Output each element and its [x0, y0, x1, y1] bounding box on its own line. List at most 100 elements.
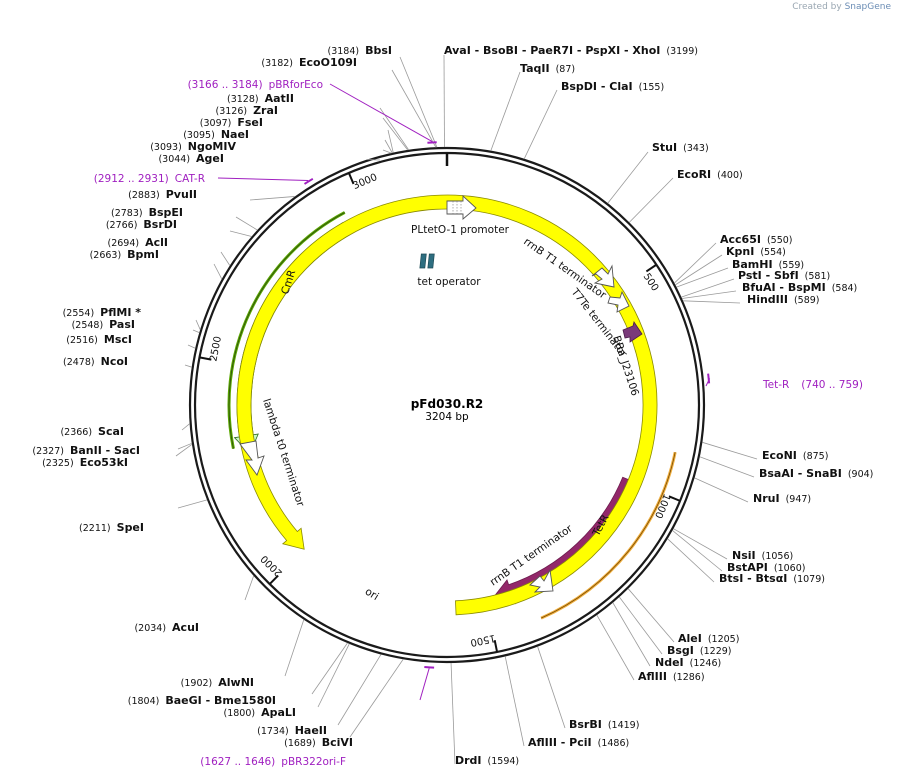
restriction-site-label: (2883)PvuII: [128, 188, 197, 201]
tick-label: 2500: [208, 335, 224, 362]
plasmid-size: 3204 bp: [425, 411, 469, 423]
primer-name: pBRforEco: [269, 79, 323, 91]
site-position: (1246): [690, 658, 722, 669]
site-name: PflMI *: [100, 306, 141, 319]
site-leader-line: [181, 423, 190, 431]
site-name: SpeI: [117, 521, 144, 534]
site-position: (3184): [328, 46, 360, 57]
site-name: MscI: [104, 333, 132, 346]
site-label-group: (1689)BciVI: [284, 736, 353, 749]
restriction-site-label: (2554)PflMI *: [63, 306, 142, 319]
tick-mark: [347, 172, 355, 185]
site-name: PasI: [109, 318, 135, 331]
restriction-site-label: (3182)EcoO109I: [261, 56, 357, 69]
primer-name: CAT-R: [175, 173, 205, 185]
restriction-site-label: (3126)ZraI: [215, 104, 278, 117]
restriction-site-label: (2516)MscI: [66, 333, 132, 346]
restriction-site-label: BsgI(1229): [667, 644, 732, 657]
restriction-site-label: (2325)Eco53kI: [42, 456, 128, 469]
site-name: HaeII: [295, 724, 327, 737]
site-name: StuI: [652, 141, 677, 154]
site-label-group: (3184)BbsI: [328, 44, 393, 57]
restriction-site-label: NsiI(1056): [732, 549, 793, 562]
site-label-group: KpnI(554): [726, 245, 786, 258]
site-position: (343): [683, 143, 709, 154]
site-leader-line: [667, 538, 715, 583]
site-leader-line: [699, 456, 755, 478]
terminator-arrow: [529, 568, 554, 593]
primer-mark: [427, 141, 437, 144]
restriction-site-label: (1902)AlwNI: [181, 676, 254, 689]
site-position: (584): [832, 283, 858, 294]
site-leader-line: [249, 196, 296, 201]
feature-cmr-label: CmR: [279, 269, 298, 296]
misc-feature-label: tet operator: [417, 276, 481, 288]
primer-label: (2912 .. 2931)CAT-R: [94, 173, 205, 185]
restriction-site-label: EcoRI(400): [677, 168, 743, 181]
restriction-site-label: AleI(1205): [678, 632, 739, 645]
restriction-site-label: (1804)BaeGI - Bme1580I: [128, 694, 276, 707]
site-leader-line: [235, 216, 258, 231]
primer-leader: [705, 378, 711, 387]
primer-leader: [419, 668, 430, 701]
site-position: (3128): [227, 94, 259, 105]
site-position: (3093): [150, 142, 182, 153]
restriction-site-label: (1689)BciVI: [284, 736, 353, 749]
site-position: (947): [786, 494, 812, 505]
restriction-site-label: (2783)BspEI: [111, 206, 183, 219]
site-position: (2766): [106, 220, 138, 231]
site-name: BanII - SacI: [70, 444, 140, 457]
site-name: AlwNI: [218, 676, 254, 689]
site-label-group: (2663)BpmI: [90, 248, 159, 261]
restriction-site-label: (3093)NgoMIV: [150, 140, 236, 153]
restriction-site-label: PstI - SbfI(581): [738, 269, 830, 282]
feature-ori-label: ori: [363, 586, 381, 603]
restriction-site-label: (3044)AgeI: [158, 152, 224, 165]
tick-label: 2000: [259, 553, 285, 579]
primer-leader: [329, 83, 433, 142]
site-label-group: StuI (343): [652, 141, 709, 154]
misc-feature-label: PLtetO-1 promoter: [411, 224, 510, 236]
site-position: (3182): [261, 58, 293, 69]
restriction-site-label: Acc65I(550): [720, 233, 793, 246]
site-leader-line: [596, 614, 635, 681]
site-label-group: (2327)BanII - SacI: [32, 444, 140, 457]
restriction-site-label: (2478)NcoI: [63, 355, 128, 368]
site-label-group: BspDI - ClaI(155): [561, 80, 664, 93]
site-position: (2211): [79, 523, 111, 534]
site-label-group: (2366)ScaI: [60, 425, 124, 438]
site-label-group: (2694)AclI: [108, 236, 169, 249]
site-position: (1800): [223, 708, 255, 719]
site-leader-line: [627, 588, 675, 643]
site-name: BspEI: [149, 206, 183, 219]
primer-label: (3166 .. 3184)pBRforEco: [188, 79, 323, 91]
site-position: (559): [779, 260, 805, 271]
credit-brand: SnapGene: [844, 2, 891, 12]
promoter-arrow: [446, 194, 477, 220]
site-leader-line: [675, 254, 723, 286]
site-label-group: (2783)BspEI: [111, 206, 183, 219]
terminator-arrow: [591, 264, 615, 288]
primer-label: Tet-R(740 .. 759): [762, 379, 863, 391]
restriction-site-label: KpnI(554): [726, 245, 786, 258]
site-name: ZraI: [253, 104, 278, 117]
site-position: (400): [717, 170, 743, 181]
site-name: BsaAI - SnaBI: [759, 467, 842, 480]
primer-mark: [303, 177, 314, 185]
restriction-site-label: BtsI - BtsαI(1079): [719, 572, 825, 585]
site-position: (2883): [128, 190, 160, 201]
site-position: (1594): [488, 756, 520, 767]
site-leader-line: [175, 443, 193, 457]
restriction-site-label: BspDI - ClaI(155): [561, 80, 664, 93]
site-position: (3044): [158, 154, 190, 165]
site-position: (3095): [183, 130, 215, 141]
site-position: (1734): [257, 726, 289, 737]
site-label-group: (3095)NaeI: [183, 128, 249, 141]
restriction-site-label: (1734) HaeII: [257, 724, 327, 737]
site-name: AatII: [265, 92, 294, 105]
site-label-group: EcoRI(400): [677, 168, 743, 181]
site-label-group: (3126)ZraI: [215, 104, 278, 117]
site-name: BspDI - ClaI: [561, 80, 633, 93]
site-name: ScaI: [98, 425, 124, 438]
restriction-site-label: DrdI(1594): [455, 754, 519, 767]
